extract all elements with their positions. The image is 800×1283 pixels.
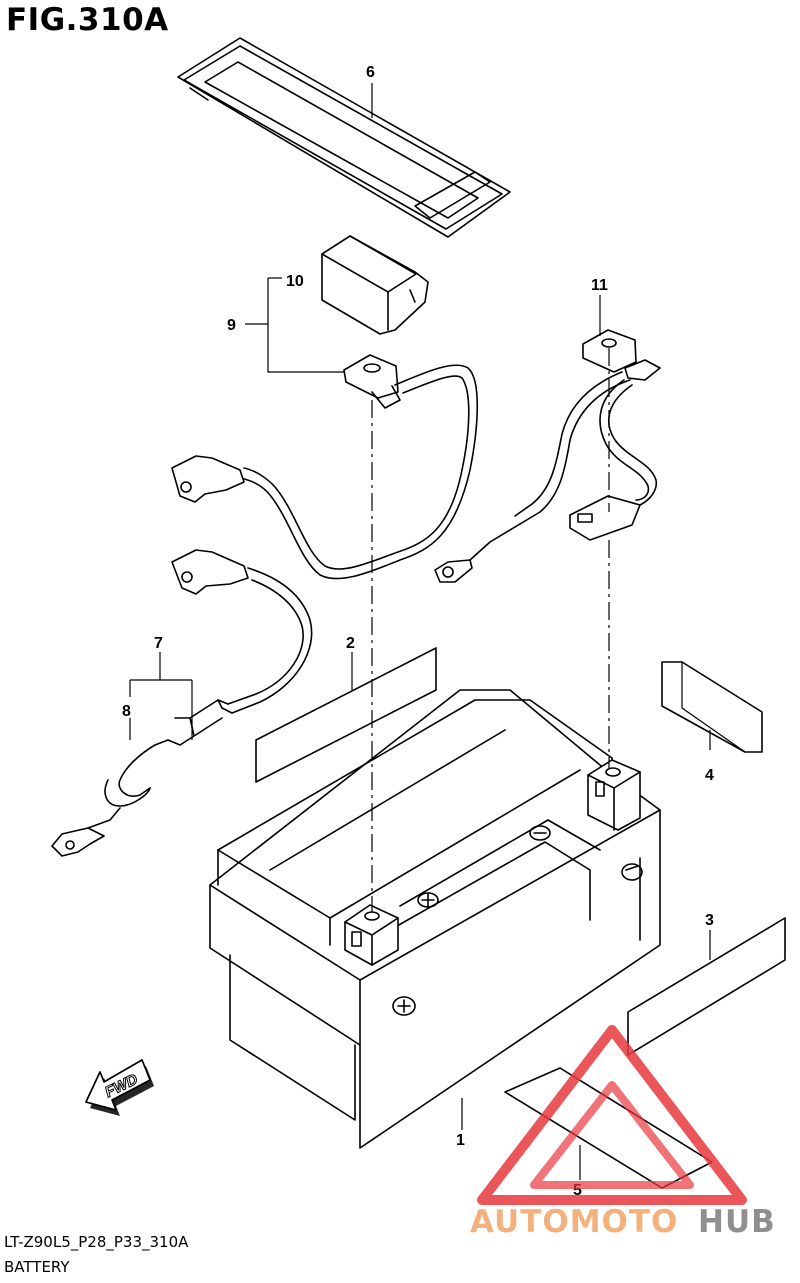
watermark-text-primary: AUTOMOTO: [470, 1204, 678, 1240]
callout-5: 5: [573, 1182, 582, 1199]
sheet-part-3: [627, 917, 786, 1056]
pad-part-2: [255, 647, 437, 783]
battery-strap-part-6: [177, 37, 511, 238]
spacer-part-4: [661, 661, 763, 753]
callout-1: 1: [456, 1132, 465, 1149]
figure-code: LT-Z90L5_P28_P33_310A: [4, 1233, 189, 1251]
figure-title: FIG.310A: [6, 2, 169, 38]
callout-10: 10: [286, 273, 304, 290]
lower-harness-part-8: [51, 549, 313, 857]
terminal-cover-part-10: [321, 235, 429, 335]
figure-description: BATTERY: [4, 1258, 70, 1276]
battery-part-1: [209, 689, 661, 1149]
main-harness-part-9: [171, 354, 479, 580]
fwd-direction-arrow: FWD: [85, 1059, 154, 1116]
callout-8: 8: [122, 703, 131, 720]
callout-6: 6: [366, 64, 375, 81]
callout-4: 4: [705, 767, 714, 784]
callout-7: 7: [154, 635, 163, 652]
callout-3: 3: [705, 912, 714, 929]
callout-2: 2: [346, 635, 355, 652]
automotohub-watermark: AUTOMOTO HUB: [470, 1025, 776, 1240]
watermark-text-secondary: HUB: [698, 1204, 776, 1240]
callout-9: 9: [227, 317, 236, 334]
callout-11: 11: [591, 277, 608, 294]
